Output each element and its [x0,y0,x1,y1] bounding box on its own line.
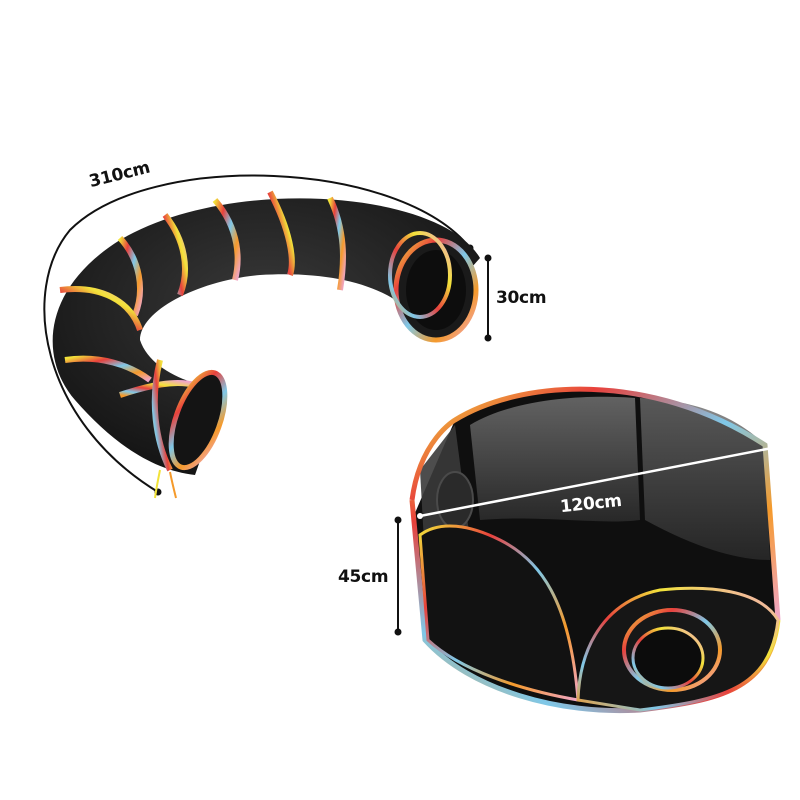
playpen-height-dimension-line [394,516,402,636]
playpen-width-dimension-line [417,445,775,519]
tunnel-diameter-label: 30cm [496,288,547,308]
cat-tunnel [52,190,480,499]
playpen-height-label: 45cm [338,567,389,587]
tunnel-diameter-dimension-line [484,254,492,342]
cat-playpen [409,386,781,714]
